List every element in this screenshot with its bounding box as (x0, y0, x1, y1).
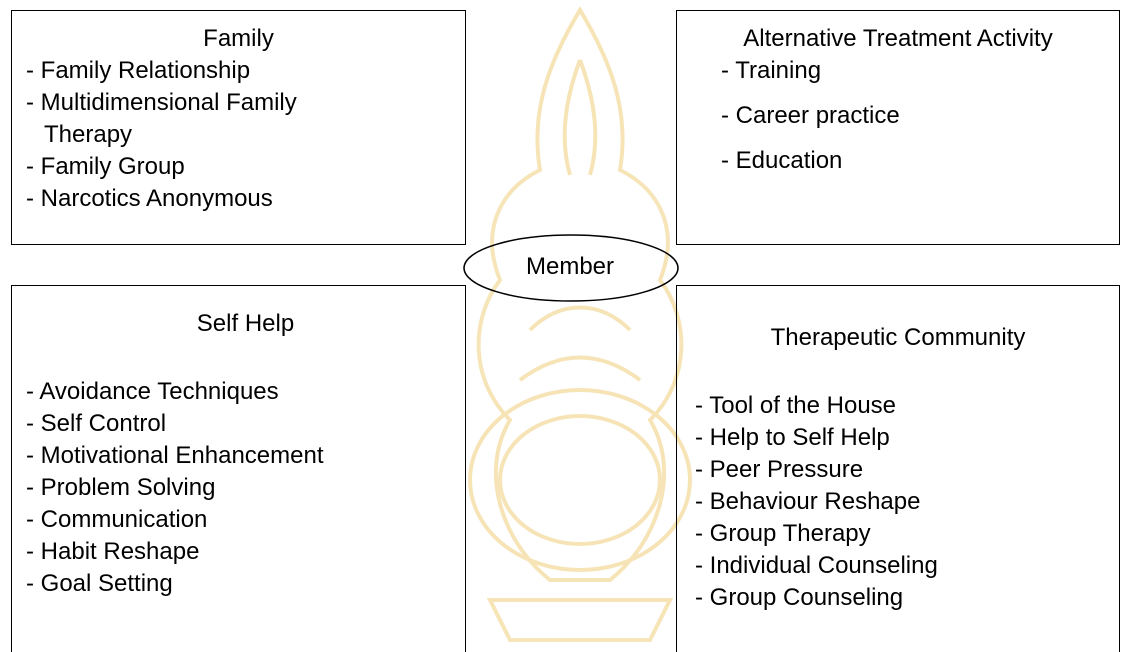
alternative-treatment-title: Alternative Treatment Activity (743, 25, 1053, 52)
therapeutic-community-title: Therapeutic Community (770, 324, 1026, 351)
self-help-item: - Self Control (26, 410, 167, 437)
seal-watermark (468, 6, 692, 642)
family-box: Family - Family Relationship - Multidime… (11, 10, 466, 245)
self-help-box: Self Help - Avoidance Techniques - Self … (11, 285, 466, 652)
therapeutic-community-list: - Tool of the House - Help to Self Help … (695, 390, 1119, 614)
therapeutic-community-item: - Group Therapy (695, 520, 871, 547)
alternative-treatment-list: - Training - Career practice - Education (677, 55, 1119, 177)
self-help-item: - Avoidance Techniques (26, 378, 279, 405)
family-item: - Multidimensional Family Therapy (26, 89, 297, 148)
therapeutic-community-item: - Individual Counseling (695, 552, 938, 579)
alternative-treatment-item: - Training (721, 57, 822, 84)
therapeutic-community-item: - Tool of the House (695, 392, 897, 419)
member-ellipse (463, 234, 679, 302)
therapeutic-community-item: - Peer Pressure (695, 456, 864, 483)
self-help-title: Self Help (196, 310, 295, 337)
alternative-treatment-item: - Career practice (721, 102, 900, 129)
alternative-treatment-item: - Education (721, 147, 843, 174)
family-item: - Family Relationship (26, 57, 251, 84)
self-help-item: - Goal Setting (26, 570, 173, 597)
self-help-item: - Communication (26, 506, 208, 533)
member-label: Member (525, 253, 615, 280)
therapeutic-community-item: - Behaviour Reshape (695, 488, 921, 515)
therapeutic-community-box: Therapeutic Community - Tool of the Hous… (676, 285, 1120, 652)
self-help-list: - Avoidance Techniques - Self Control - … (26, 376, 465, 600)
self-help-item: - Problem Solving (26, 474, 216, 501)
family-title: Family (203, 25, 274, 52)
family-item: - Narcotics Anonymous (26, 185, 273, 212)
self-help-item: - Motivational Enhancement (26, 442, 324, 469)
therapeutic-community-item: - Group Counseling (695, 584, 904, 611)
family-item: - Family Group (26, 153, 185, 180)
family-list: - Family Relationship - Multidimensional… (26, 55, 465, 215)
self-help-item: - Habit Reshape (26, 538, 200, 565)
alternative-treatment-box: Alternative Treatment Activity - Trainin… (676, 10, 1120, 245)
therapeutic-community-item: - Help to Self Help (695, 424, 890, 451)
